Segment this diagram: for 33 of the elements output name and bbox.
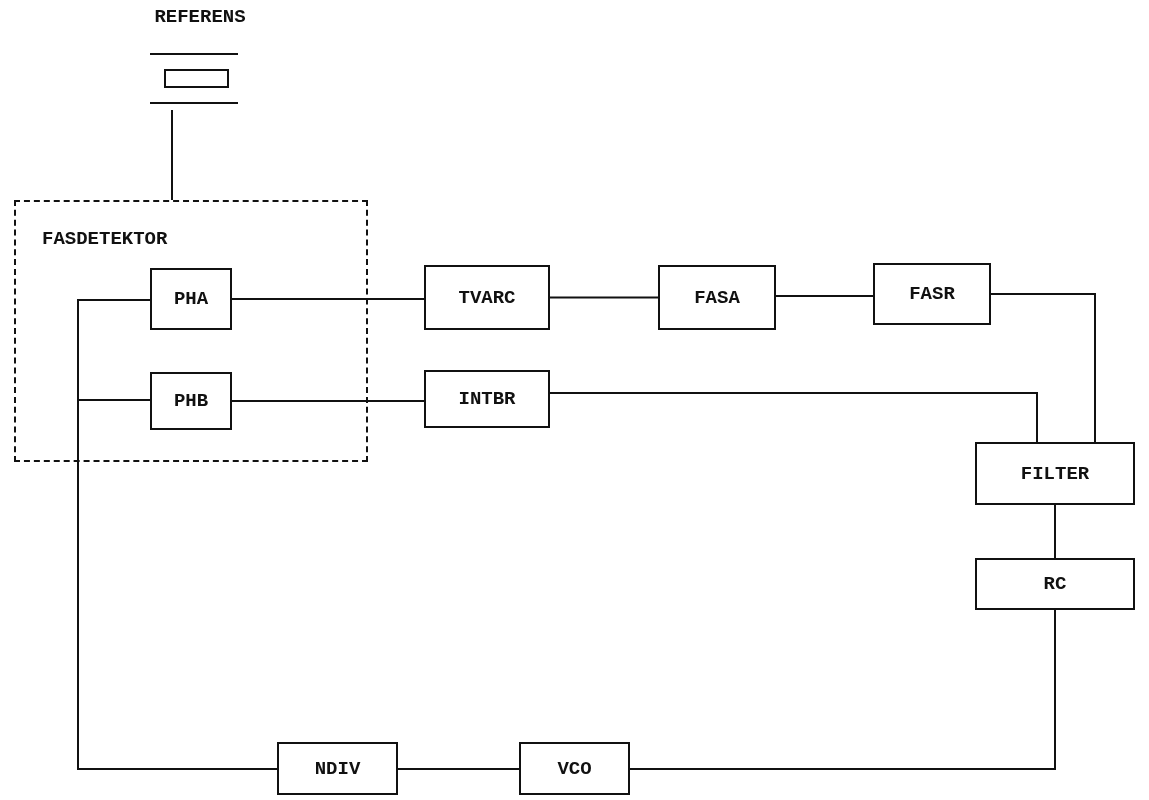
- block-label: PHB: [173, 390, 209, 412]
- block-label: FASA: [694, 286, 740, 309]
- block-label: FASR: [909, 283, 955, 305]
- connector-line: [397, 768, 520, 770]
- block-box: [658, 265, 776, 330]
- connector-line: [549, 296, 659, 299]
- block-box: [150, 268, 232, 330]
- block-label: TVARC: [458, 286, 516, 309]
- block-label: RC: [1043, 573, 1067, 595]
- block-box: [424, 370, 550, 428]
- block-label: REFERENS: [154, 6, 246, 28]
- connector-line: [990, 293, 1096, 443]
- block-box: [975, 558, 1135, 610]
- block-box: [424, 265, 550, 330]
- connector-line: [171, 109, 173, 201]
- block-box: [150, 372, 232, 430]
- block-box: [519, 742, 630, 795]
- block-label: NDIV: [314, 757, 361, 780]
- connector-line: [629, 609, 1056, 770]
- block-box: [873, 263, 991, 325]
- block-label: INTBR: [458, 388, 516, 410]
- dashed-group-box: [14, 200, 368, 462]
- block-label: VCO: [557, 757, 592, 780]
- connector-line: [231, 298, 425, 300]
- connector-line: [1054, 504, 1056, 559]
- block-box: [277, 742, 398, 795]
- block-label: FILTER: [1020, 462, 1090, 485]
- block-label: PHA: [173, 288, 209, 310]
- block-box: [975, 442, 1135, 505]
- connector-line: [549, 392, 1038, 443]
- connector-line: [231, 400, 425, 402]
- connector-line: [775, 295, 874, 297]
- block-label: FASDETEKTOR: [42, 228, 168, 250]
